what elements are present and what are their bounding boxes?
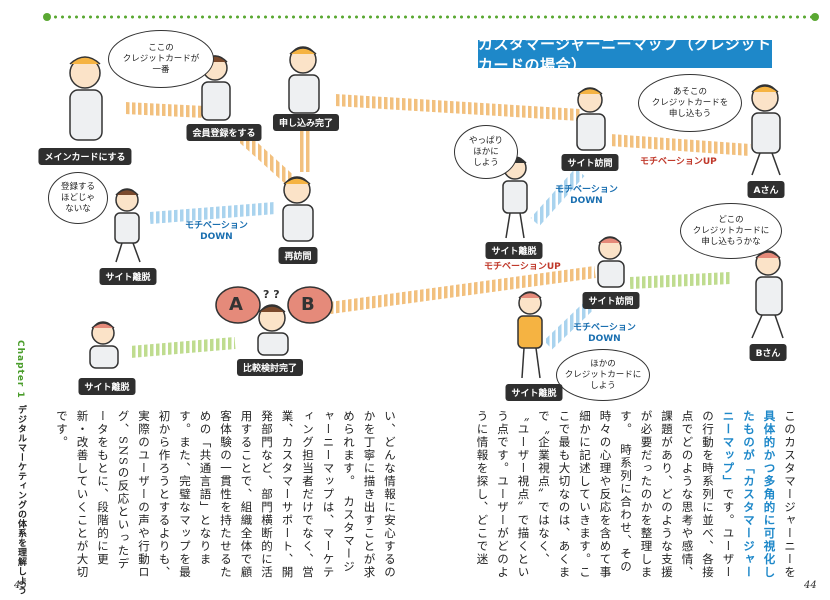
dot-line-right-cap [811, 13, 819, 21]
stage-site-visit-mid: サイト訪問 [582, 292, 640, 309]
motivation-down-right-top: モチベーション DOWN [555, 185, 618, 206]
person-site-visit-top [576, 87, 606, 151]
person-revisit [282, 176, 314, 242]
path-revisit-to-register [235, 130, 295, 185]
right-text-highlight: 具体的かつ多角的に可視化したものが「カスタマージャーニーマップ」 [721, 410, 777, 579]
stage-member-register: 会員登録をする [186, 124, 262, 141]
person-leave-bottom [89, 321, 119, 369]
chapter-label: Chapter 1 [15, 340, 25, 399]
compare-letter-a: A [229, 294, 243, 315]
stage-site-leave-left: サイト離脱 [99, 268, 157, 285]
stage-person-b: Bさん [749, 344, 787, 361]
stage-revisit: 再訪問 [278, 247, 318, 264]
dotted-header-line [45, 14, 815, 20]
person-a [751, 84, 781, 176]
path-visit-to-a [609, 134, 751, 156]
person-site-visit-mid [597, 236, 625, 288]
motivation-down-left: モチベーション DOWN [185, 221, 248, 242]
speech-register-hassle: 登録する ほどじゃ ないな [48, 172, 108, 224]
path-visit-to-leave-mid [530, 167, 585, 227]
stage-compare-done: 比較検討完了 [236, 359, 304, 376]
motivation-up-right: モチベーションUP [640, 157, 717, 167]
page-number-left: 45 [14, 580, 27, 591]
speech-maybe-other: やっぱり ほかに しよう [454, 125, 518, 179]
stage-site-leave-right: サイト離脱 [505, 384, 563, 401]
left-page-text: い、どんな情報に安心するのかを丁寧に描き出すことが求められます。 カスタマージャ… [55, 410, 397, 579]
path-register-to-main [124, 102, 206, 118]
speech-which-card: どこの クレジットカードに 申し込もうかな [680, 203, 782, 259]
stage-site-leave-bottom: サイト離脱 [78, 378, 136, 395]
chapter-subtitle: デジタルマーケティングの体系を理解しよう [16, 405, 26, 595]
path-apply-to-visit [334, 94, 581, 121]
stage-site-visit-top: サイト訪問 [561, 154, 619, 171]
path-visit-to-b [629, 272, 731, 289]
motivation-up-mid: モチベーションUP [484, 262, 561, 272]
person-b [751, 250, 784, 339]
stage-main-card: メインカードにする [38, 148, 132, 165]
stage-apply-done: 申し込み完了 [272, 114, 340, 131]
speech-apply-there: あそこの クレジットカードを 申し込もう [638, 74, 742, 132]
diagram-title: カスタマージャーニーマップ（クレジットカードの場合） [478, 35, 772, 74]
page-number-right: 44 [804, 580, 817, 591]
speech-other-card: ほかの クレジットカードに しよう [556, 349, 650, 401]
right-page-text: このカスタマージャーニーを具体的かつ多角的に可視化したものが「カスタマージャーニ… [440, 410, 800, 580]
right-text-intro: このカスタマージャーニーを [783, 410, 797, 579]
person-leave-left [114, 188, 141, 263]
speech-best-card: ここの クレジットカードが 一番 [108, 30, 214, 88]
path-compare-to-visit [329, 266, 596, 314]
person-apply [288, 46, 320, 114]
compare-letter-b: B [301, 294, 315, 315]
motivation-down-right-bottom: モチベーション DOWN [573, 323, 636, 344]
journey-paths [124, 94, 751, 358]
person-leave-right [517, 291, 543, 379]
stage-person-a: Aさん [747, 181, 785, 198]
right-text-rest: です。ユーザーの行動を時系列に並べ、各接点でどのような思考や感情、課題があり、ど… [475, 410, 736, 579]
person-main-card [69, 56, 103, 141]
compare-question-marks: ? ? [263, 288, 280, 301]
path-revisit-to-leave [149, 202, 276, 224]
thought-a [215, 286, 261, 324]
person-register [201, 55, 231, 121]
thought-b [287, 286, 333, 324]
person-compare [257, 304, 289, 356]
path-compare-to-leave [129, 337, 236, 358]
stage-site-leave-mid: サイト離脱 [485, 242, 543, 259]
